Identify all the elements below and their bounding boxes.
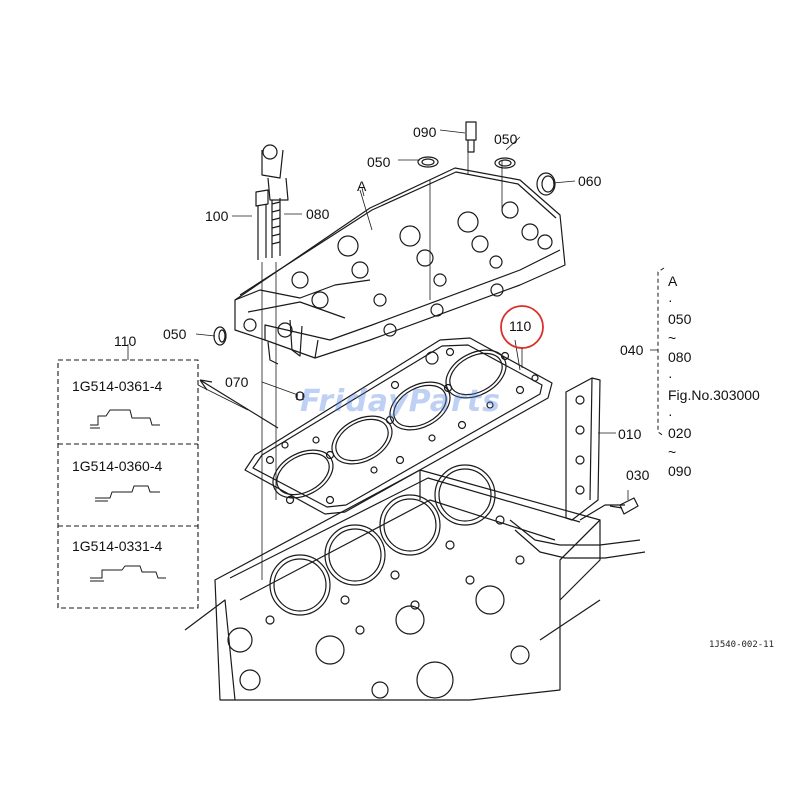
reference-range-item: · (668, 368, 673, 384)
figure-id: 1J540-002-11 (709, 640, 775, 650)
gasket-variants-box (57, 359, 199, 609)
callout-050-side: 050 (163, 326, 187, 342)
callout-010: 010 (618, 426, 642, 442)
reference-range-item: · (668, 292, 673, 308)
reference-bracket (657, 267, 665, 437)
lifting-bracket (565, 377, 601, 521)
cylinder-head (234, 144, 566, 365)
cap-plug (536, 172, 556, 196)
callout-050-left: 050 (367, 154, 391, 170)
stud-bolt (271, 198, 281, 258)
callout-070: 070 (225, 374, 249, 390)
seal-washer (417, 156, 516, 169)
callout-060: 060 (578, 173, 602, 189)
side-plug-seal (213, 326, 227, 346)
engine-block (184, 464, 646, 701)
variant-arrow (199, 379, 279, 429)
callout-110-group: 110 (114, 333, 137, 349)
callout-a: A (357, 178, 367, 194)
profile-sketch-2 (95, 485, 160, 502)
watermark: FridayParts (300, 384, 501, 419)
reference-range-item: ~ (668, 444, 677, 460)
head-bolt (255, 189, 269, 260)
callout-110-highlight: 110 (509, 318, 532, 334)
callout-100: 100 (205, 208, 229, 224)
reference-range-item: ~ (668, 330, 677, 346)
reference-range-item: Fig.No.303000 (668, 387, 760, 403)
reference-range-item: 080 (668, 349, 692, 365)
callout-080: 080 (306, 206, 330, 222)
reference-range-item: · (668, 406, 673, 422)
callout-050-top: 050 (494, 131, 518, 147)
reference-range-item: 090 (668, 463, 692, 479)
callout-090: 090 (413, 124, 437, 140)
reference-range: A · 050 ~ 080 · Fig.No.303000 · 020 ~ 09… (668, 272, 778, 481)
gasket-part-number-3: 1G514-0331-4 (72, 538, 163, 554)
reference-range-item: 020 (668, 425, 692, 441)
profile-sketch-1 (90, 409, 160, 429)
reference-range-item: 050 (668, 311, 692, 327)
callout-030: 030 (626, 467, 650, 483)
bracket-bolt (609, 497, 639, 515)
reference-range-item: A (668, 273, 678, 289)
union-fitting (465, 121, 477, 153)
gasket-part-number-2: 1G514-0360-4 (72, 458, 163, 474)
callout-040: 040 (620, 342, 644, 358)
head-gasket (244, 337, 553, 515)
dowel-pin (295, 391, 305, 401)
profile-sketch-3 (90, 565, 166, 582)
gasket-part-number-1: 1G514-0361-4 (72, 378, 163, 394)
